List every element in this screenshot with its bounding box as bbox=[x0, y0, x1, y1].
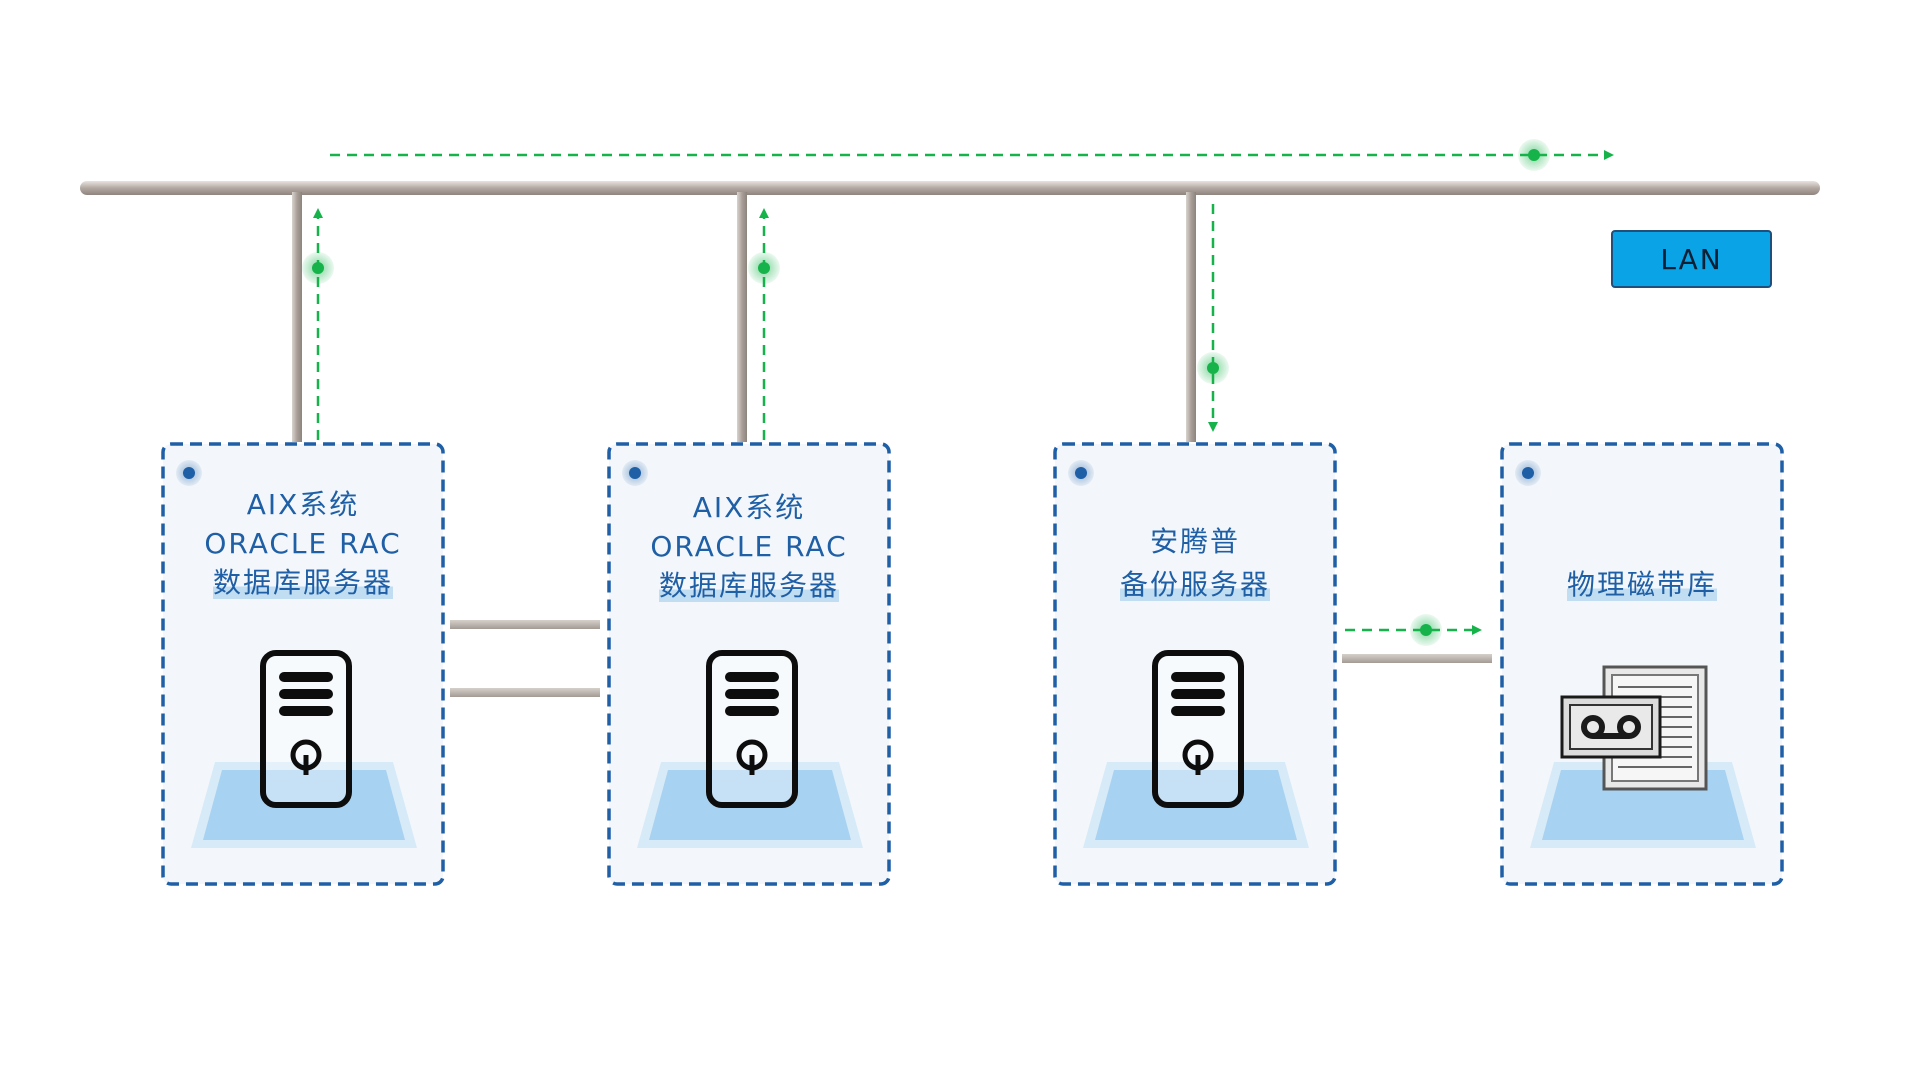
node-label-line: 数据库服务器 bbox=[658, 569, 839, 602]
lan-label: LAN bbox=[1611, 230, 1772, 288]
node-label-anyback-backup: 安腾普 备份服务器 bbox=[1055, 518, 1335, 604]
node-label-line: 备份服务器 bbox=[1119, 568, 1270, 601]
node-label-tape-library: 物理磁带库 bbox=[1502, 565, 1782, 604]
node-label-aix-rac-1: AIX系统 ORACLE RAC 数据库服务器 bbox=[163, 485, 443, 602]
lan-drop-3 bbox=[1186, 192, 1196, 442]
flow-backup-to-tape bbox=[1345, 614, 1482, 646]
backup-to-tape-link bbox=[1342, 654, 1492, 663]
server-icon bbox=[1152, 650, 1244, 808]
server-icon bbox=[706, 650, 798, 808]
node-label-aix-rac-2: AIX系统 ORACLE RAC 数据库服务器 bbox=[609, 488, 889, 605]
node-label-line: ORACLE RAC bbox=[204, 527, 402, 560]
lan-drop-2 bbox=[737, 192, 747, 442]
rac-interconnect-top bbox=[450, 620, 600, 629]
flow-rac2-to-lan bbox=[748, 208, 780, 440]
node-label-line: AIX系统 bbox=[692, 491, 806, 524]
tape-library-icon bbox=[1560, 665, 1708, 791]
lan-drop-1 bbox=[292, 192, 302, 442]
node-label-line: 安腾普 bbox=[1149, 525, 1240, 558]
rac-interconnect-bottom bbox=[450, 688, 600, 697]
server-icon bbox=[260, 650, 352, 808]
node-label-line: 物理磁带库 bbox=[1566, 568, 1717, 601]
node-label-line: ORACLE RAC bbox=[650, 530, 848, 563]
flow-rac1-to-lan bbox=[302, 208, 334, 440]
flow-lan-to-backup bbox=[1197, 204, 1229, 432]
node-label-line: AIX系统 bbox=[246, 488, 360, 521]
node-label-line: 数据库服务器 bbox=[212, 566, 393, 599]
flow-lan-top bbox=[330, 139, 1614, 171]
lan-backbone bbox=[80, 181, 1820, 195]
